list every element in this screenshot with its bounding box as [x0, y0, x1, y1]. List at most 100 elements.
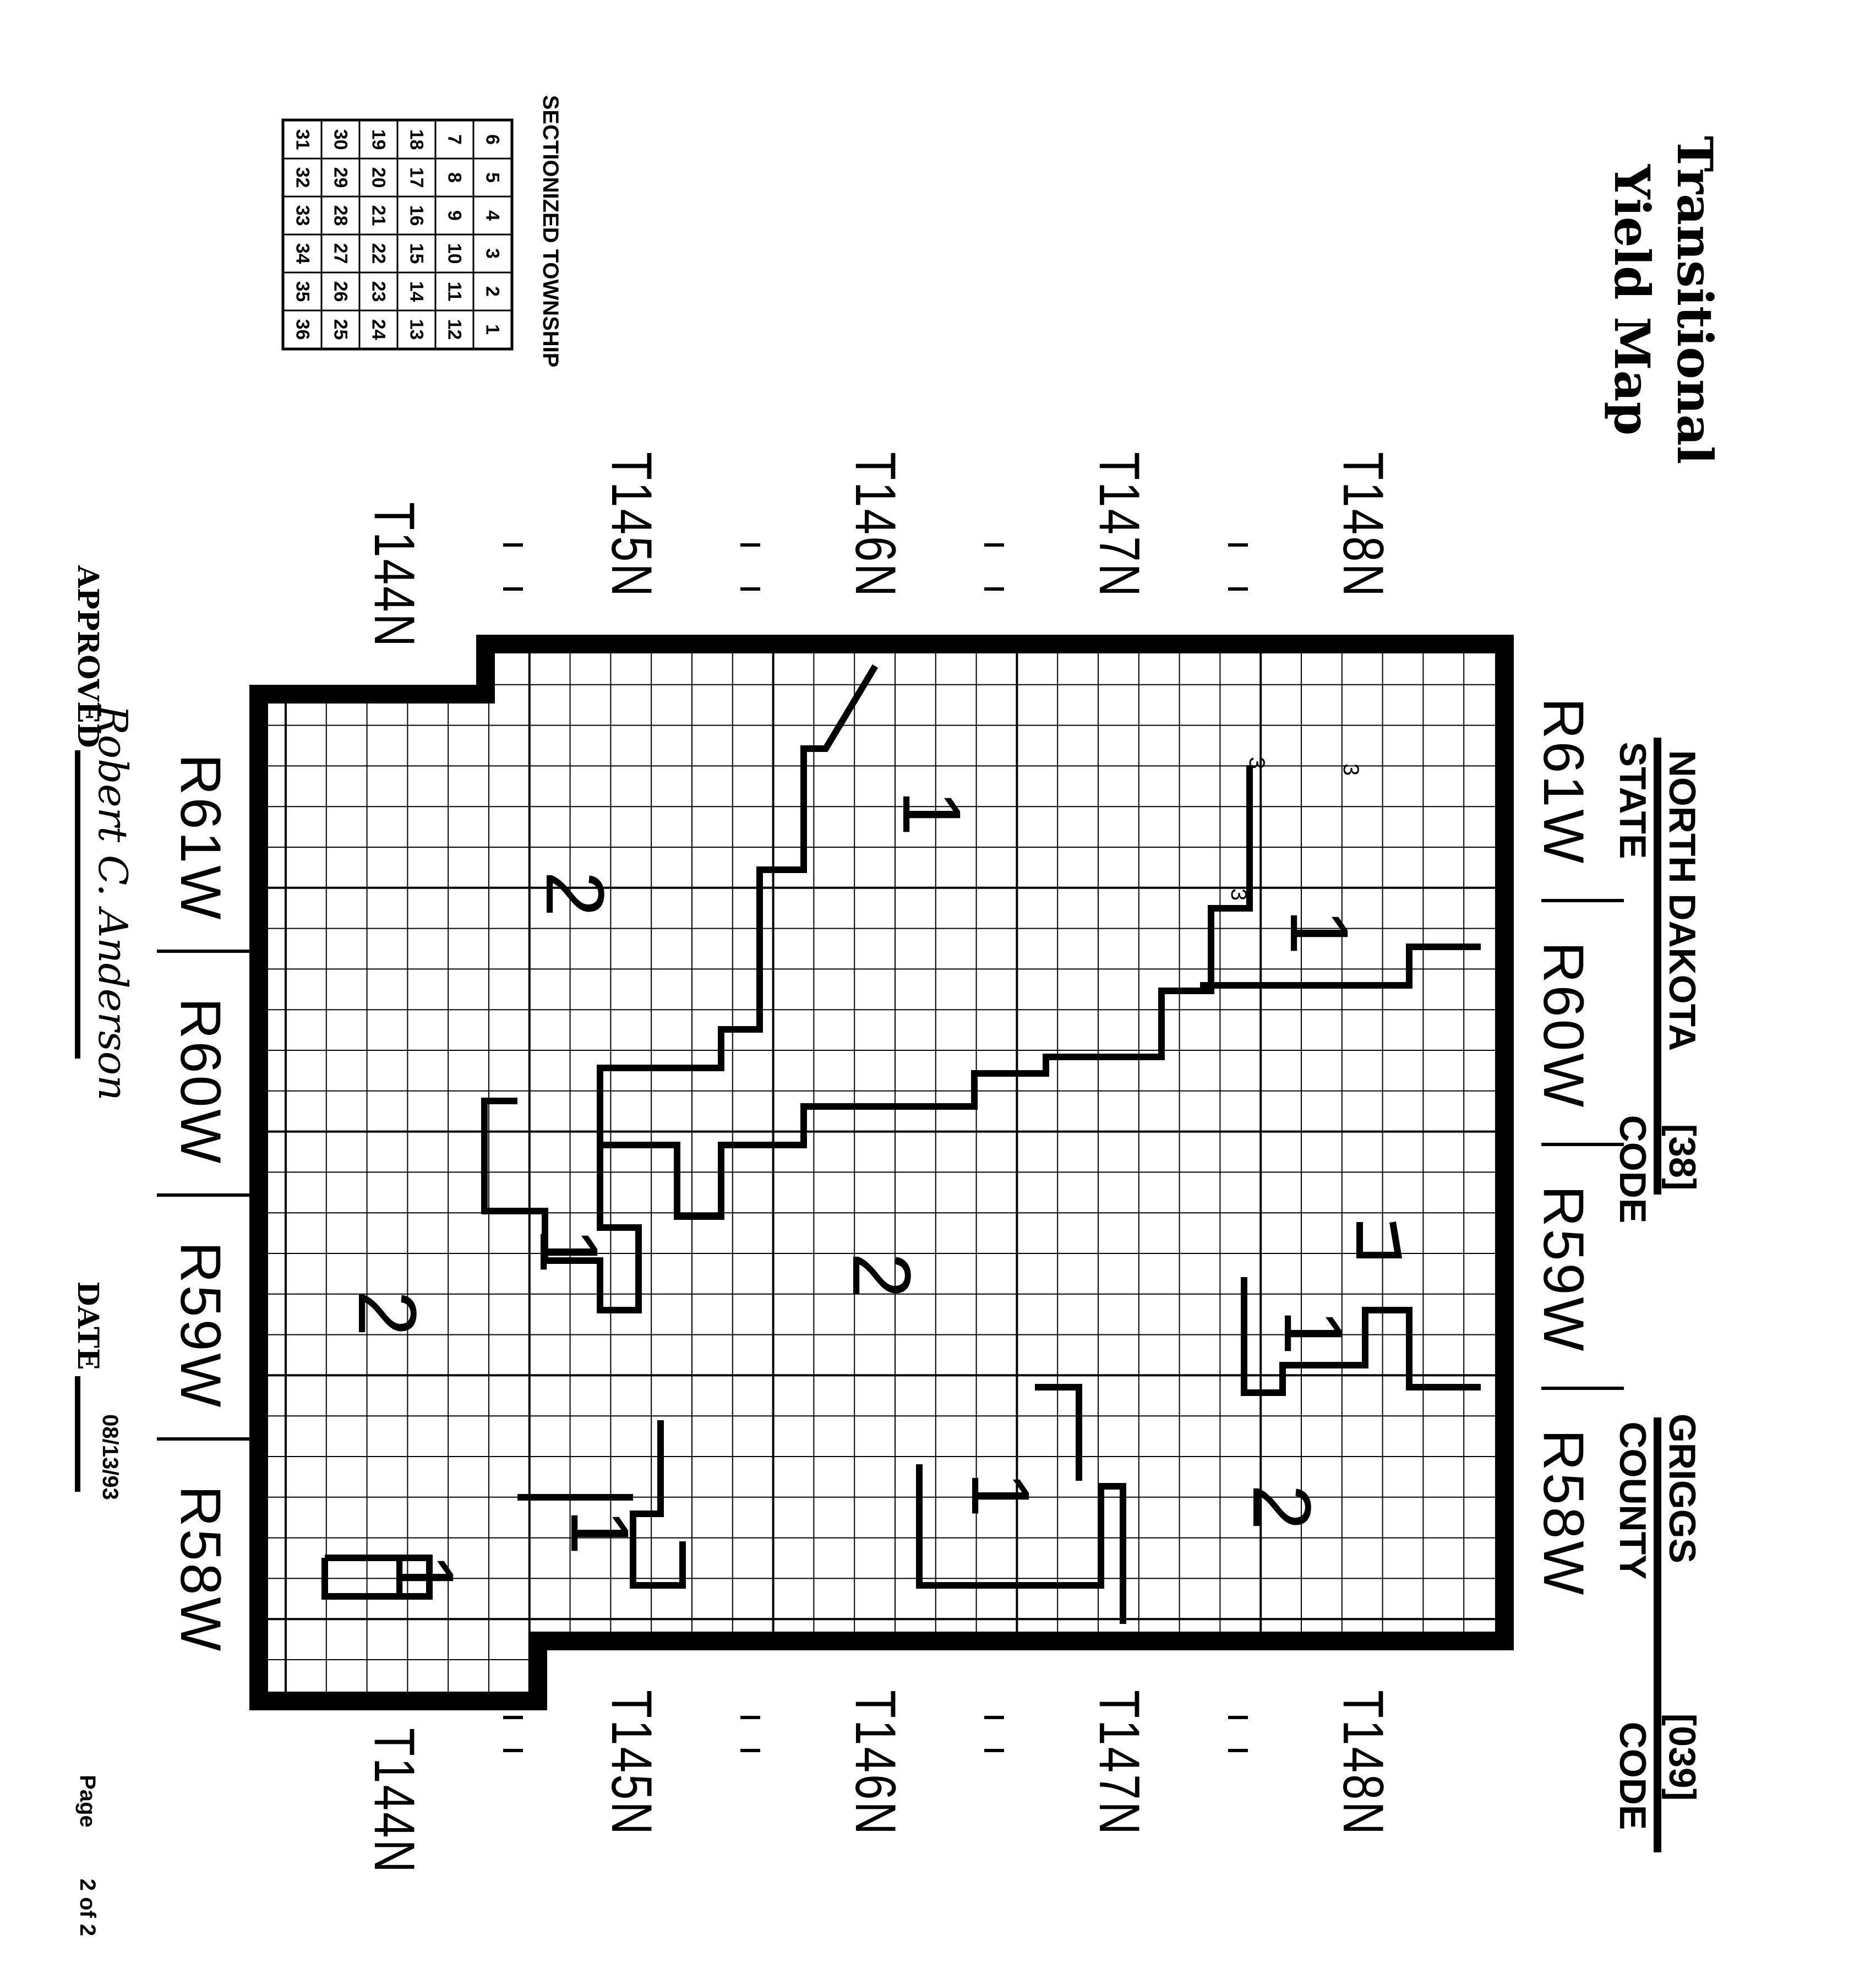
range-label-bottom: R59W — [168, 1241, 232, 1410]
section-number-cell: 20 — [359, 159, 397, 197]
yield-zone-label: 1 — [523, 1228, 615, 1274]
section-number-cell: 19 — [359, 120, 397, 159]
range-label-bottom: R58W — [168, 1485, 232, 1654]
section-number-cell: 13 — [397, 310, 435, 349]
range-label-top: R60W — [1531, 941, 1595, 1110]
range-label-bottom: R60W — [168, 997, 232, 1166]
township-label-top: T147N — [1087, 452, 1151, 598]
yield-zone-label: 1 — [554, 1509, 646, 1555]
zone-boundary — [916, 1464, 1126, 1624]
title-line1: Transitional — [1666, 135, 1724, 465]
section-number-cell: 11 — [435, 272, 473, 310]
title-line2: Yield Map — [1604, 164, 1661, 436]
section-number-cell: 33 — [283, 197, 321, 235]
section-number-cell: 15 — [397, 235, 435, 272]
section-number-cell: 31 — [283, 120, 321, 159]
section-number-cell: 4 — [473, 197, 512, 235]
county-underline — [1654, 1417, 1661, 1852]
state-label: STATE — [1612, 741, 1654, 859]
township-label-top: T146N — [843, 452, 907, 598]
county-label: COUNTY — [1612, 1421, 1654, 1580]
page-number: 2 of 2 — [75, 1878, 100, 1937]
yield-zone-label: 1 — [1273, 909, 1366, 955]
zone-boundary — [321, 1555, 433, 1600]
county-code: [039] — [1661, 1713, 1703, 1801]
yield-zone-label: 1 — [955, 1471, 1047, 1518]
yield-zone-label: 3 — [1339, 763, 1363, 776]
yield-zone-label: 2 — [529, 871, 621, 917]
section-number-cell: 28 — [321, 197, 359, 235]
date-line — [75, 1376, 80, 1492]
county-name: GRIGGS — [1661, 1413, 1703, 1564]
county-code-label: CODE — [1612, 1721, 1654, 1830]
yield-zone-label: 3 — [1245, 756, 1269, 770]
approved-line — [75, 750, 80, 1059]
section-number-cell: 21 — [359, 197, 397, 235]
section-number-cell: 34 — [283, 235, 321, 272]
date-label: DATE — [71, 1281, 105, 1370]
section-number-cell: 24 — [359, 310, 397, 349]
township-label-top: T145N — [599, 452, 663, 598]
township-label-top: T144N — [362, 502, 426, 648]
range-label-bottom: R61W — [168, 754, 232, 922]
zone-boundary — [1035, 1384, 1082, 1481]
section-number-cell: 26 — [321, 272, 359, 310]
section-number-cell: 27 — [321, 235, 359, 272]
section-number-cell: 6 — [473, 120, 512, 159]
state-name: NORTH DAKOTA — [1661, 750, 1703, 1051]
section-number-cell: 9 — [435, 197, 473, 235]
section-number-cell: 30 — [321, 120, 359, 159]
township-label-top: T148N — [1331, 452, 1395, 598]
zone-boundary — [1200, 944, 1481, 989]
section-number-cell: 25 — [321, 310, 359, 349]
section-number-cell: 14 — [397, 272, 435, 310]
section-number-cell: 1 — [473, 310, 512, 349]
date-value: 08/13/93 — [98, 1414, 122, 1500]
zone-boundary — [1356, 1222, 1403, 1258]
section-number-cell: 22 — [359, 235, 397, 272]
state-code-label: CODE — [1612, 1115, 1654, 1224]
section-number-cell: 18 — [397, 120, 435, 159]
section-number-cell: 5 — [473, 159, 512, 197]
yield-zone-label: 2 — [1236, 1484, 1328, 1530]
yield-zone-label: 1 — [1267, 1309, 1360, 1355]
section-number-cell: 2 — [473, 272, 512, 310]
section-number-cell: 16 — [397, 197, 435, 235]
township-label-bottom: T148N — [1331, 1690, 1395, 1836]
range-label-top: R61W — [1531, 697, 1595, 866]
range-label-top: R58W — [1531, 1429, 1595, 1597]
zone-boundary — [630, 1420, 686, 1589]
yield-zone-label: 2 — [836, 1252, 928, 1299]
page-label: Page — [75, 1775, 100, 1828]
yield-zone-label: 1 — [379, 1553, 471, 1599]
section-number-cell: 7 — [435, 120, 473, 159]
state-code: [38] — [1661, 1124, 1703, 1191]
section-number-cell: 8 — [435, 159, 473, 197]
township-label-bottom: T146N — [843, 1690, 907, 1836]
approver-signature: Robert C. Anderson — [90, 705, 136, 1101]
state-underline — [1654, 738, 1661, 1195]
section-number-cell: 35 — [283, 272, 321, 310]
section-number-cell: 29 — [321, 159, 359, 197]
range-label-top: R59W — [1531, 1185, 1595, 1354]
yield-zone-label: 3 — [1226, 888, 1251, 901]
section-number-cell: 10 — [435, 235, 473, 272]
township-label-bottom: T147N — [1087, 1690, 1151, 1836]
section-grid — [259, 644, 1504, 1701]
section-number-cell: 12 — [435, 310, 473, 349]
section-number-cell: 23 — [359, 272, 397, 310]
yield-zone-label: 2 — [341, 1290, 434, 1337]
section-number-cell: 17 — [397, 159, 435, 197]
zone-boundary — [597, 664, 1253, 1220]
township-label-bottom: T144N — [362, 1728, 426, 1874]
yield-zone-boundaries — [321, 664, 1481, 1624]
section-number-cell: 32 — [283, 159, 321, 197]
